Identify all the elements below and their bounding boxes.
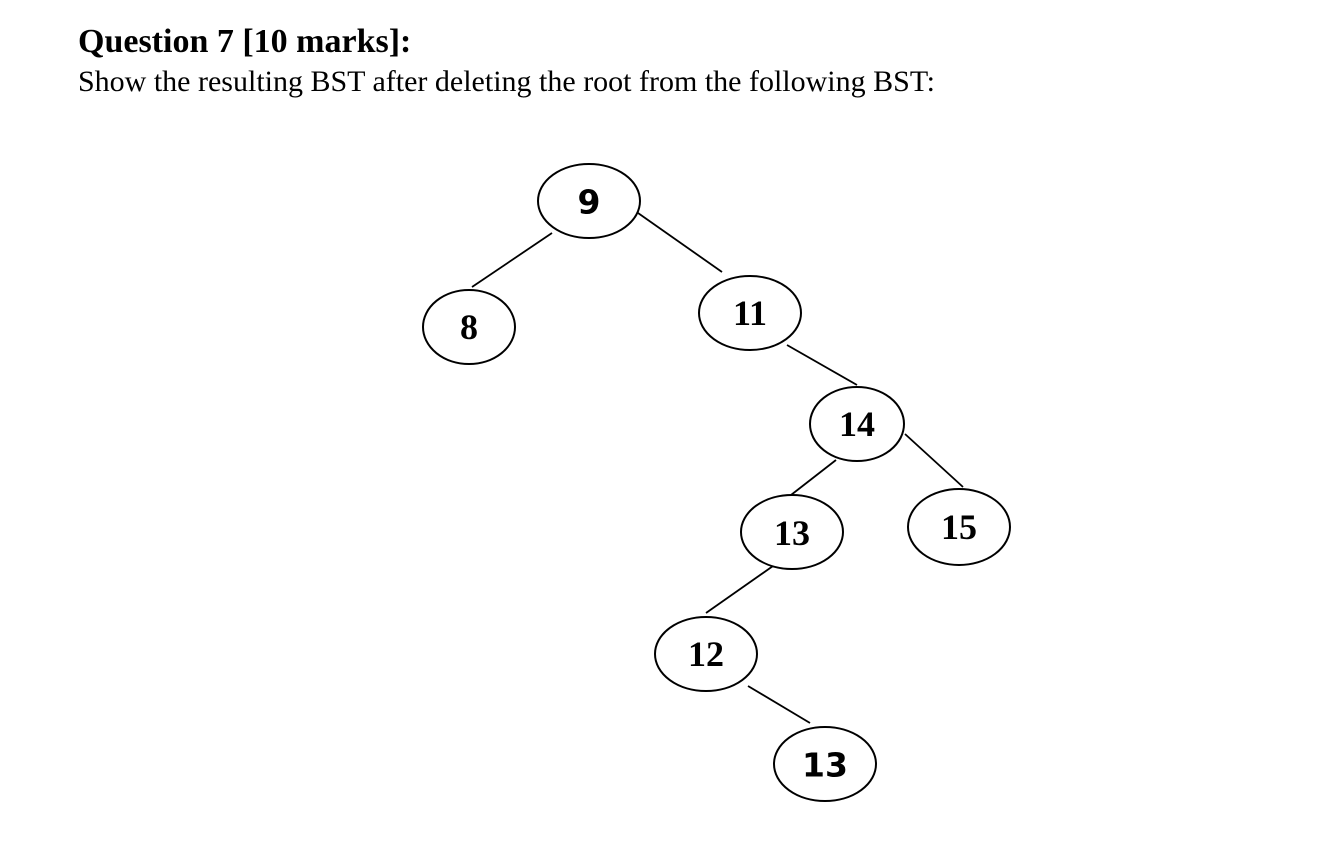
- edge-9-11: [637, 212, 723, 273]
- tree-node: 13: [740, 494, 844, 570]
- tree-node: 12: [654, 616, 758, 692]
- node-label: 15: [941, 507, 977, 547]
- edge-13-12: [705, 565, 774, 614]
- question-text: Show the resulting BST after deleting th…: [78, 65, 936, 98]
- edge-14-13: [790, 459, 837, 496]
- node-ellipse: [422, 289, 516, 365]
- node-label: 9: [578, 183, 601, 222]
- node-ellipse: [809, 386, 905, 462]
- tree-node: 15: [907, 488, 1011, 566]
- node-label: 13: [802, 746, 848, 785]
- node-label: 8: [460, 307, 478, 347]
- edge-9-8: [471, 232, 553, 288]
- node-ellipse: [537, 163, 641, 239]
- edge-14-15: [904, 433, 964, 488]
- tree-node: 13: [773, 726, 877, 802]
- tree-node: 14: [809, 386, 905, 462]
- tree-node: 8: [422, 289, 516, 365]
- node-label: 13: [774, 513, 810, 553]
- tree-node-root: 9: [537, 163, 641, 239]
- node-ellipse: [773, 726, 877, 802]
- node-ellipse: [698, 275, 802, 351]
- edge-11-14: [786, 344, 858, 386]
- question-title: Question 7 [10 marks]:: [78, 23, 412, 60]
- node-ellipse: [907, 488, 1011, 566]
- node-ellipse: [740, 494, 844, 570]
- node-ellipse: [654, 616, 758, 692]
- tree-node: 11: [698, 275, 802, 351]
- node-label: 12: [688, 634, 724, 674]
- node-label: 14: [839, 404, 875, 444]
- node-label: 11: [733, 293, 767, 333]
- edge-12-13: [747, 685, 811, 724]
